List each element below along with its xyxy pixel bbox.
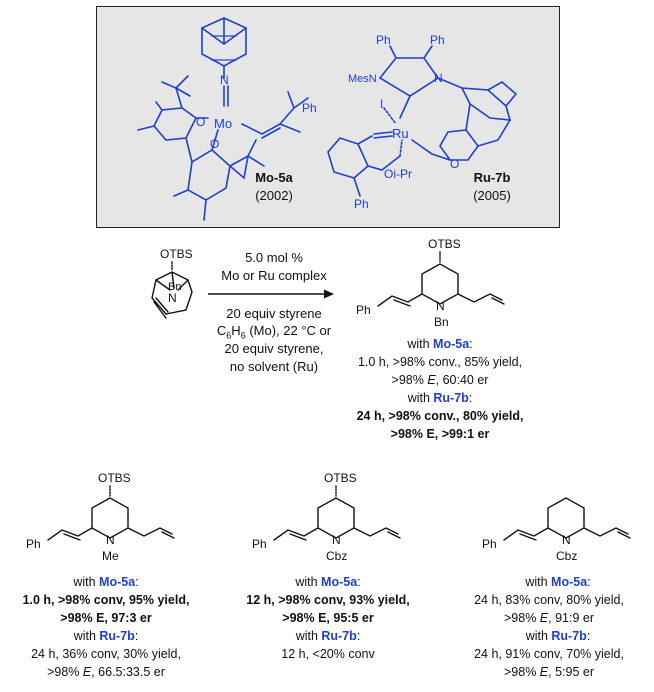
substrate-structure: OTBS Bn N — [151, 247, 193, 319]
product-2-otbs: OTBS — [324, 471, 357, 485]
main-product-ru-line2: >98% E, >99:1 er — [390, 427, 490, 441]
ru-7b-ph1-label: Ph — [376, 33, 391, 47]
product-2-cbz: Cbz — [326, 549, 347, 563]
product-2-structure: OTBS Ph N Cbz — [252, 471, 401, 563]
catalyst-box — [96, 6, 560, 228]
product-1-me: Me — [102, 549, 119, 563]
product-2-ru-line1: 12 h, <20% conv — [281, 647, 375, 661]
ru-7b-label: Ru-7b — [473, 170, 511, 185]
product-1-n: N — [106, 533, 115, 547]
mo-5a-n-atom: N — [220, 73, 229, 87]
product-3-structure: Ph N Cbz — [482, 497, 631, 563]
product-3-mo-header: with Mo-5a: — [525, 575, 591, 589]
product-2-mo-line2: >98% E, 95:5 er — [282, 611, 374, 625]
ru-7b-oipr-label: Oi-Pr — [384, 167, 412, 181]
product-2-ru-header: with Ru-7b: — [295, 629, 361, 643]
product-1-ru-line1: 24 h, 36% conv, 30% yield, — [31, 647, 181, 661]
ru-7b-ph3-label: Ph — [354, 197, 369, 211]
ru-7b-mesn-label: MesN — [348, 73, 377, 85]
ru-7b-structure: Ph Ph MesN N I Ru O Oi-Pr Ph — [327, 33, 518, 211]
product-3-n: N — [562, 533, 571, 547]
mo-5a-structure: N Mo O O Ph — [137, 17, 317, 221]
mo-5a-o2-atom: O — [210, 137, 219, 151]
product-3-cbz: Cbz — [556, 549, 577, 563]
substrate-otbs: OTBS — [160, 247, 193, 261]
ru-7b-metal-atom: Ru — [392, 126, 409, 141]
product-1-structure: OTBS Ph N Me — [26, 471, 175, 563]
conditions-line4: C6H6 (Mo), 22 °C or — [216, 323, 332, 341]
mo-5a-o1-atom: O — [196, 115, 205, 129]
product-2-mo-header: with Mo-5a: — [295, 575, 361, 589]
substrate-bn: Bn — [168, 281, 181, 293]
ru-7b-year: (2005) — [473, 188, 511, 203]
main-product-ru-header: with Ru-7b: — [407, 391, 473, 405]
main-product-ph: Ph — [356, 303, 371, 317]
ru-7b-i-atom: I — [380, 97, 383, 111]
main-product-mo-line1: 1.0 h, >98% conv., 85% yield, — [357, 355, 523, 369]
product-3-mo-line1: 24 h, 83% conv, 80% yield, — [474, 593, 624, 607]
main-product-ru-line1: 24 h, >98% conv., 80% yield, — [356, 409, 524, 423]
ru-7b-o-atom: O — [450, 157, 459, 171]
main-product-structure: OTBS Ph N Bn — [356, 237, 505, 329]
product-3-mo-line2: >98% E, 91:9 er — [503, 611, 594, 625]
main-product-n: N — [436, 299, 445, 313]
mo-5a-ph-label: Ph — [302, 101, 317, 115]
mo-5a-metal-atom: Mo — [214, 116, 232, 131]
reaction-arrow — [208, 289, 334, 299]
main-product-mo-line2: >98% E, 60:40 er — [391, 373, 489, 387]
product-1-ru-line2: >98% E, 66.5:33.5 er — [47, 665, 165, 679]
product-3-ph: Ph — [482, 537, 497, 551]
product-3-ru-line2: >98% E, 5:95 er — [503, 665, 594, 679]
ru-7b-ph2-label: Ph — [430, 33, 445, 47]
conditions-line5: 20 equiv styrene, — [224, 341, 324, 356]
product-2-mo-line1: 12 h, >98% conv, 93% yield, — [246, 593, 410, 607]
product-1-ph: Ph — [26, 537, 41, 551]
substrate-n: N — [168, 291, 177, 305]
ru-7b-n-atom: N — [434, 71, 443, 85]
product-1-mo-line2: >98% E, 97:3 er — [60, 611, 152, 625]
product-3-ru-header: with Ru-7b: — [525, 629, 591, 643]
main-product-bn: Bn — [434, 315, 449, 329]
conditions-line2: Mo or Ru complex — [221, 268, 327, 283]
conditions-line1: 5.0 mol % — [245, 250, 303, 265]
main-product-otbs: OTBS — [428, 237, 461, 251]
product-1-otbs: OTBS — [98, 471, 131, 485]
product-2-n: N — [332, 533, 341, 547]
main-product-mo-header: with Mo-5a: — [407, 337, 473, 351]
product-1-ru-header: with Ru-7b: — [73, 629, 139, 643]
product-2-ph: Ph — [252, 537, 267, 551]
conditions-line6: no solvent (Ru) — [229, 359, 319, 374]
mo-5a-year: (2002) — [255, 188, 293, 203]
product-1-mo-header: with Mo-5a: — [73, 575, 139, 589]
mo-5a-label: Mo-5a — [255, 170, 293, 185]
conditions-line3: 20 equiv styrene — [226, 306, 322, 321]
product-3-ru-line1: 24 h, 91% conv, 70% yield, — [474, 647, 624, 661]
product-1-mo-line1: 1.0 h, >98% conv, 95% yield, — [22, 593, 190, 607]
